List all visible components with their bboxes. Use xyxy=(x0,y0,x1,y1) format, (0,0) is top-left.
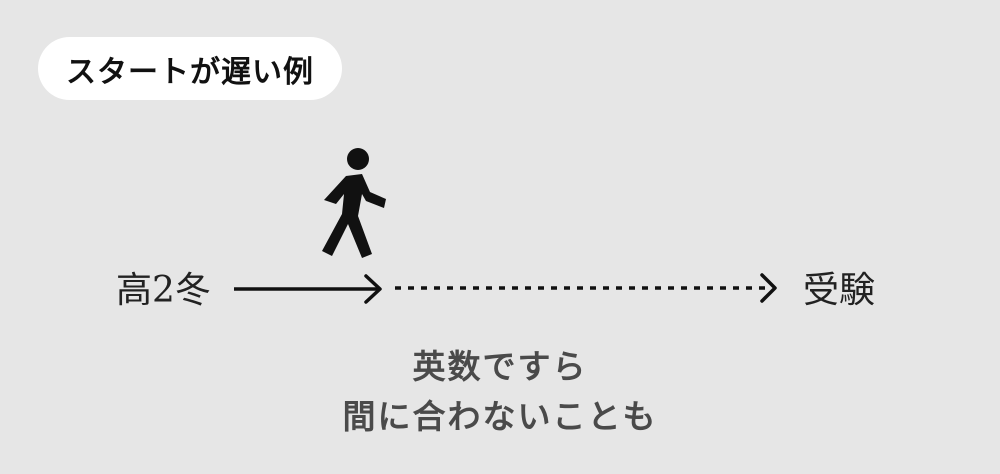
person-walking-icon xyxy=(322,148,386,258)
example-badge-label: スタートが遅い例 xyxy=(66,54,314,90)
timeline-start-label: 高2冬 xyxy=(116,270,211,311)
timeline-end-label: 受験 xyxy=(803,270,876,311)
timeline-solid-arrowhead xyxy=(364,274,382,304)
timeline-dotted-arrowhead xyxy=(760,273,777,303)
caption-line-1: 英数ですら xyxy=(412,347,588,386)
example-badge: スタートが遅い例 xyxy=(38,37,342,100)
caption-line-2: 間に合わないことも xyxy=(342,397,658,436)
